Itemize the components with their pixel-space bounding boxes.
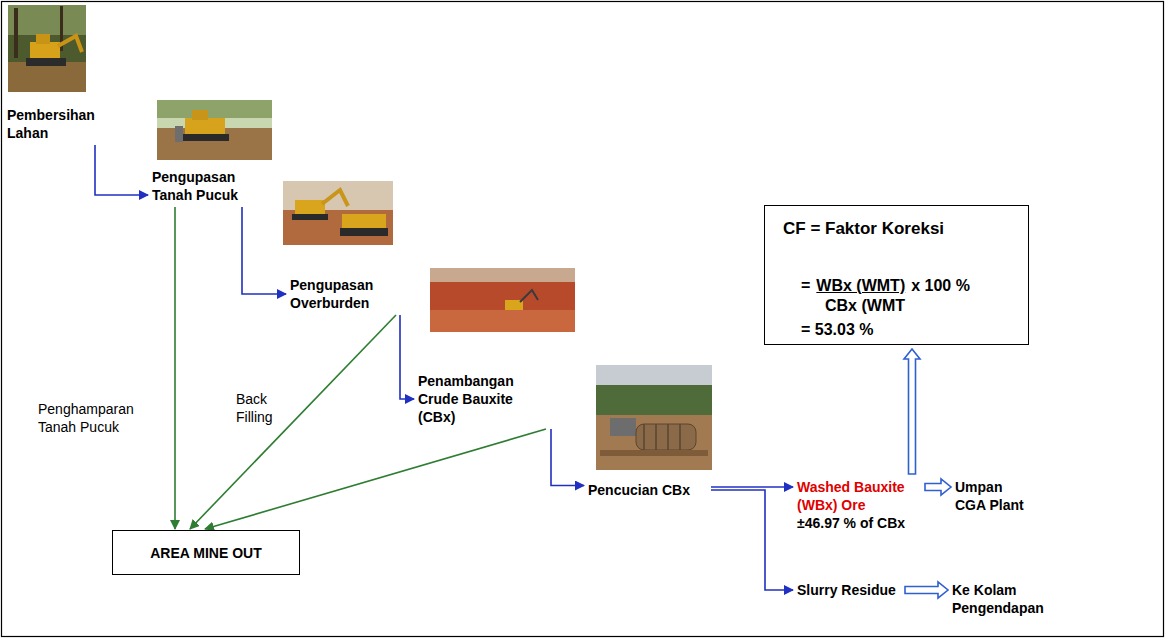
product-label: Washed Bauxite (WBx) Ore±46.97 % of CBx xyxy=(797,478,922,532)
destination-label: Ke Kolam Pengendapan xyxy=(952,581,1052,617)
formula-title: CF = Faktor Koreksi xyxy=(783,218,1018,240)
flow-arrow xyxy=(95,145,148,195)
photo-overburden xyxy=(283,181,393,245)
formula-text: = xyxy=(801,276,810,296)
backfill-arrow xyxy=(205,429,546,529)
step-label: Pencucian CBx xyxy=(588,481,708,499)
flow-arrow xyxy=(400,315,414,399)
step-text: Pencucian CBx xyxy=(588,481,708,499)
hollow-arrow xyxy=(905,582,948,598)
step-label: Pengupasan Overburden xyxy=(290,276,405,312)
step-label: Pembersihan Lahan xyxy=(7,106,107,142)
flow-arrow xyxy=(711,490,793,590)
backfill-arrow xyxy=(174,207,176,529)
step-label: Penambangan Crude Bauxite (CBx) xyxy=(418,372,558,426)
photo-washing-plant xyxy=(596,365,712,470)
mine-out-box: AREA MINE OUT xyxy=(112,530,300,575)
box-text: AREA MINE OUT xyxy=(150,544,261,562)
photo-topsoil-stripping xyxy=(157,100,272,160)
edge-label: Back Filling xyxy=(236,390,286,426)
step-label: Pengupasan Tanah Pucuk xyxy=(152,168,267,204)
formula-row: = WBx (WMT) x 100 % xyxy=(783,276,1018,296)
edge-label: Penghamparan Tanah Pucuk xyxy=(38,400,156,436)
step-text: Penambangan Crude Bauxite (CBx) xyxy=(418,372,530,426)
denominator: CBx (WMT xyxy=(825,296,1018,316)
hollow-arrow xyxy=(904,349,920,474)
numerator: WBx (WMT) xyxy=(816,276,905,296)
formula-box: CF = Faktor Koreksi = WBx (WMT) x 100 %CBx … xyxy=(764,205,1029,345)
photo-bauxite-mining xyxy=(430,268,575,332)
flow-arrow xyxy=(242,207,286,294)
step-text: Pengupasan Overburden xyxy=(290,276,400,312)
formula-result: = 53.03 % xyxy=(801,320,1018,340)
product-label: Slurry Residue xyxy=(797,581,902,599)
product-name: Washed Bauxite (WBx) Ore xyxy=(797,478,922,514)
formula-text: x 100 % xyxy=(911,276,970,296)
step-text: Slurry Residue xyxy=(797,581,902,599)
photo-land-clearing xyxy=(8,5,86,92)
hollow-arrow xyxy=(925,479,951,495)
step-text: Ke Kolam Pengendapan xyxy=(952,581,1052,617)
step-text: ±46.97 % of CBx xyxy=(797,514,922,532)
flow-arrow xyxy=(551,429,584,486)
step-text: Pengupasan Tanah Pucuk xyxy=(152,168,262,204)
step-text: Umpan CGA Plant xyxy=(955,478,1031,514)
destination-label: Umpan CGA Plant xyxy=(955,478,1031,514)
backfill-arrow xyxy=(190,315,396,529)
step-text: Pembersihan Lahan xyxy=(7,106,107,142)
flow-arrow xyxy=(711,486,793,488)
